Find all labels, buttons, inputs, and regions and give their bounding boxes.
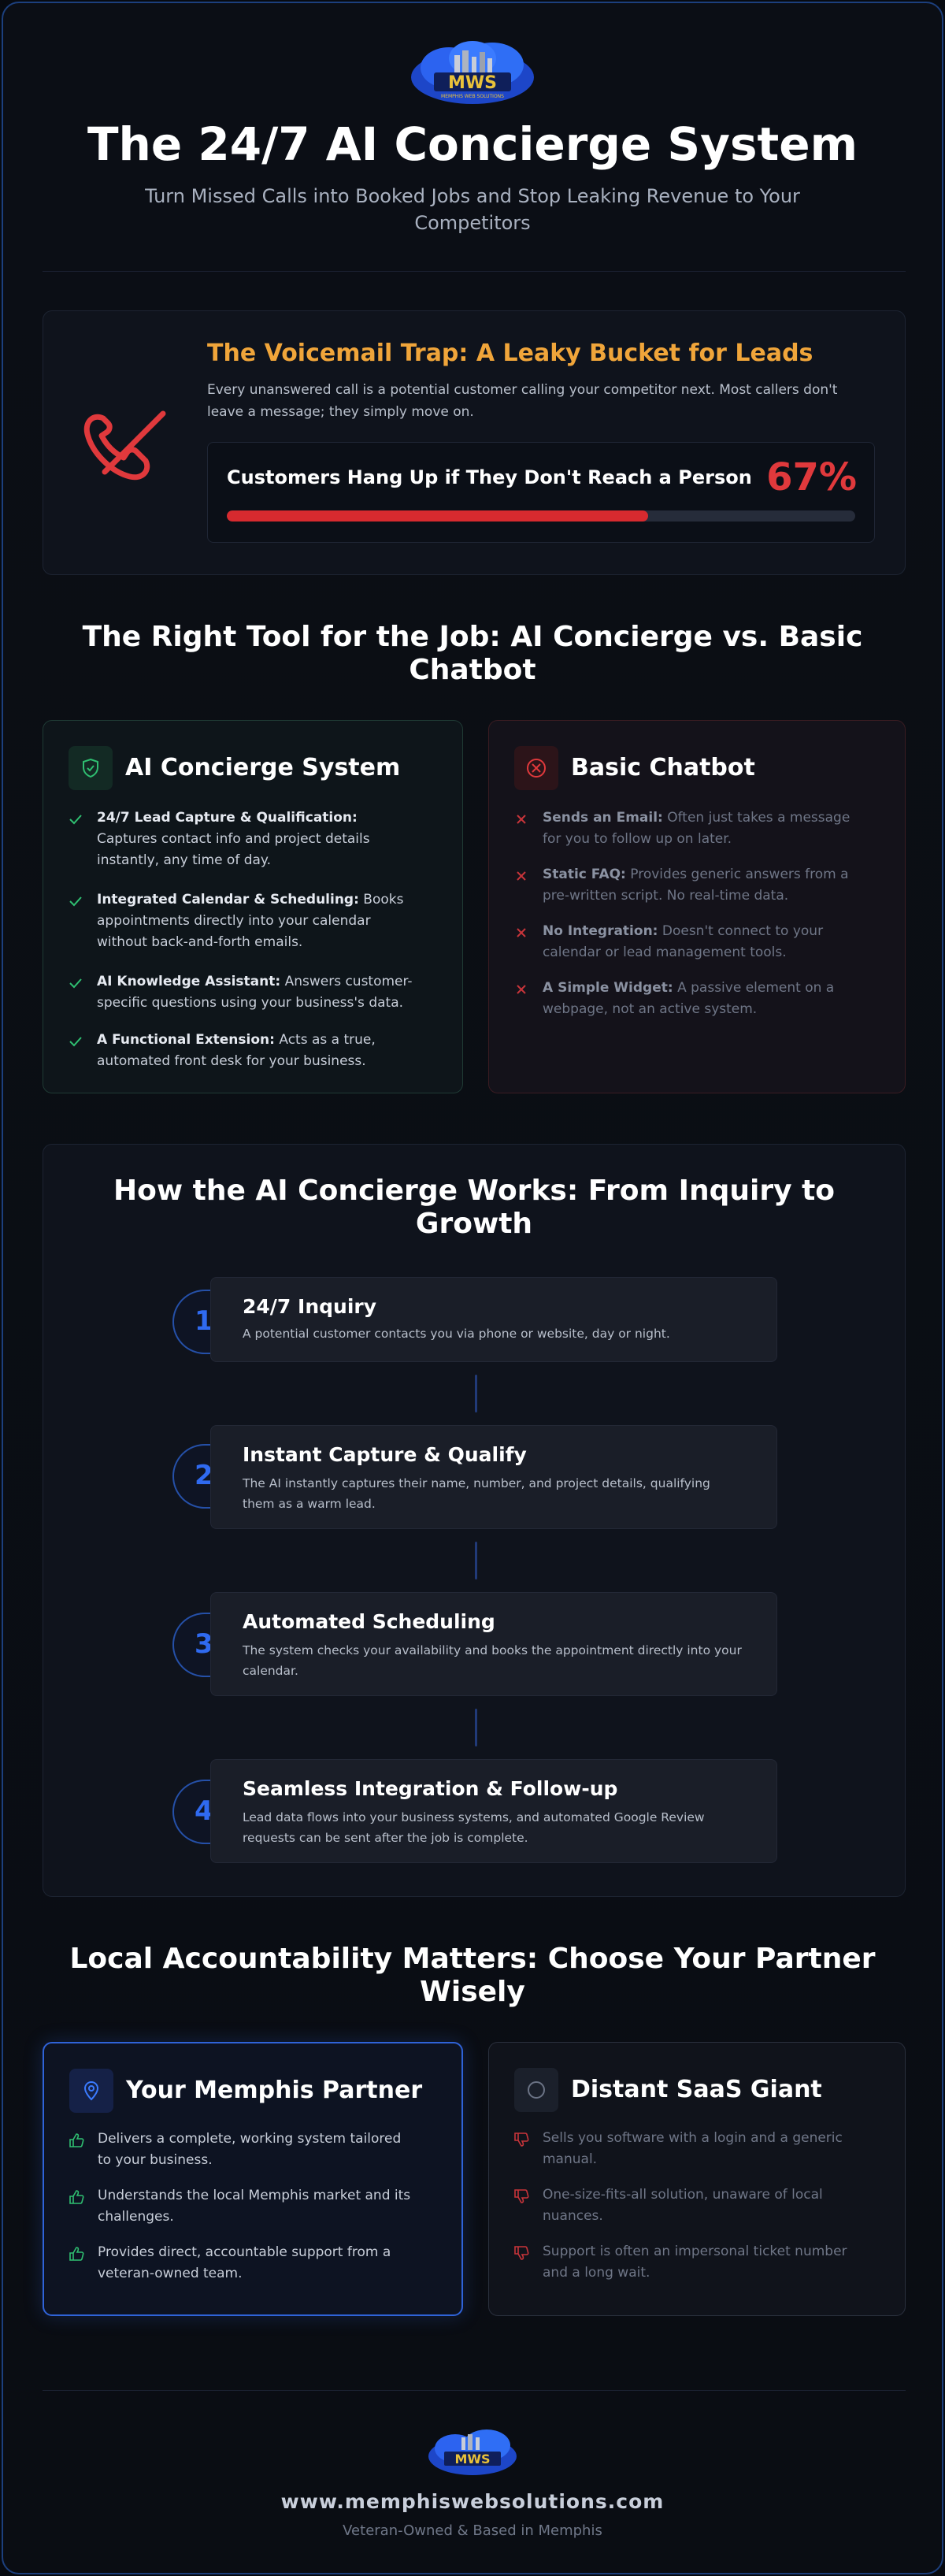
concierge-feature-2: Integrated Calendar & Scheduling: Books … — [97, 892, 404, 950]
footer-tagline: Veteran-Owned & Based in Memphis — [343, 2522, 602, 2539]
x-icon — [513, 981, 530, 998]
step-2-title: Instant Capture & Qualify — [243, 1443, 527, 1466]
step-2-card: Instant Capture & Qualify The AI instant… — [210, 1425, 777, 1529]
concierge-feature-3: AI Knowledge Assistant: Answers customer… — [97, 974, 413, 1011]
saas-giant-point-1: Sells you software with a login and a ge… — [543, 2130, 843, 2167]
check-icon — [67, 1033, 84, 1050]
hangup-stat-label: Customers Hang Up if They Don't Reach a … — [227, 466, 752, 488]
thumbs-down-icon — [513, 2131, 530, 2148]
step-connector — [475, 1375, 477, 1412]
x-icon — [513, 924, 530, 941]
memphis-partner-title: Your Memphis Partner — [126, 2077, 423, 2104]
step-2-text: The AI instantly captures their name, nu… — [243, 1476, 710, 1511]
step-4-text: Lead data flows into your business syste… — [243, 1810, 705, 1845]
voicemail-trap-title: The Voicemail Trap: A Leaky Bucket for L… — [207, 340, 813, 367]
footer-mws-logo: MWS — [424, 2426, 521, 2480]
ai-concierge-card: AI Concierge System 24/7 Lead Capture & … — [43, 720, 463, 1093]
mws-logo: MWS MEMPHIS WEB SOLUTIONS — [406, 38, 539, 110]
step-4-card: Seamless Integration & Follow-up Lead da… — [210, 1759, 777, 1863]
process-panel: How the AI Concierge Works: From Inquiry… — [43, 1144, 906, 1897]
memphis-partner-point-1: Delivers a complete, working system tail… — [98, 2131, 402, 2168]
shield-check-icon — [69, 746, 113, 790]
step-1-card: 24/7 Inquiry A potential customer contac… — [210, 1277, 777, 1362]
hangup-stat-value: 67% — [766, 455, 857, 499]
x-circle-icon — [514, 746, 558, 790]
basic-chatbot-card: Basic Chatbot Sends an Email: Often just… — [488, 720, 906, 1093]
check-icon — [67, 811, 84, 828]
website-url-link[interactable]: www.memphiswebsolutions.com — [280, 2490, 665, 2513]
thumbs-up-icon — [68, 2188, 85, 2206]
page-subtitle: Turn Missed Calls into Booked Jobs and S… — [145, 185, 800, 234]
thumbs-down-icon — [513, 2244, 530, 2262]
svg-text:MWS: MWS — [454, 2452, 490, 2467]
hangup-progress-fill — [227, 510, 648, 522]
basic-chatbot-title: Basic Chatbot — [571, 754, 755, 781]
saas-giant-card: Distant SaaS Giant Sells you software wi… — [488, 2042, 906, 2316]
thumbs-up-icon — [68, 2132, 85, 2149]
step-3-card: Automated Scheduling The system checks y… — [210, 1592, 777, 1696]
concierge-feature-4: A Functional Extension: Acts as a true, … — [97, 1032, 376, 1069]
step-1-title: 24/7 Inquiry — [243, 1295, 377, 1318]
chatbot-feature-4: A Simple Widget: A passive element on a … — [543, 980, 835, 1017]
saas-giant-point-3: Support is often an impersonal ticket nu… — [543, 2244, 847, 2281]
voicemail-trap-panel: The Voicemail Trap: A Leaky Bucket for L… — [43, 310, 906, 575]
x-icon — [513, 811, 530, 828]
thumbs-up-icon — [68, 2245, 85, 2262]
x-icon — [513, 867, 530, 885]
step-1-number: 1 — [195, 1305, 213, 1337]
concierge-feature-1: 24/7 Lead Capture & Qualification: Captu… — [97, 810, 370, 868]
thumbs-down-icon — [513, 2188, 530, 2205]
saas-giant-title: Distant SaaS Giant — [571, 2076, 822, 2103]
step-1-text: A potential customer contacts you via ph… — [243, 1327, 670, 1341]
voicemail-trap-text: Every unanswered call is a potential cus… — [207, 382, 838, 420]
map-pin-icon — [69, 2069, 113, 2113]
memphis-partner-point-3: Provides direct, accountable support fro… — [98, 2244, 391, 2281]
step-4-number: 4 — [195, 1795, 213, 1827]
missed-call-icon — [72, 390, 174, 492]
step-3-number: 3 — [195, 1628, 213, 1660]
memphis-partner-card: Your Memphis Partner Delivers a complete… — [43, 2042, 463, 2316]
svg-text:MEMPHIS WEB SOLUTIONS: MEMPHIS WEB SOLUTIONS — [441, 94, 504, 99]
hangup-progress-bar — [227, 510, 855, 522]
step-connector — [475, 1709, 477, 1746]
step-connector — [475, 1542, 477, 1579]
hangup-stat-box: Customers Hang Up if They Don't Reach a … — [207, 442, 875, 543]
svg-text:MWS: MWS — [448, 73, 497, 93]
chatbot-feature-1: Sends an Email: Often just takes a messa… — [543, 810, 850, 847]
page-title: The 24/7 AI Concierge System — [87, 117, 858, 171]
step-4-title: Seamless Integration & Follow-up — [243, 1777, 618, 1800]
chatbot-feature-3: No Integration: Doesn't connect to your … — [543, 923, 824, 960]
step-3-title: Automated Scheduling — [243, 1610, 495, 1633]
saas-giant-point-2: One-size-fits-all solution, unaware of l… — [543, 2187, 823, 2224]
chatbot-feature-2: Static FAQ: Provides generic answers fro… — [543, 867, 849, 904]
step-3-text: The system checks your availability and … — [243, 1643, 742, 1678]
partner-heading: Local Accountability Matters: Choose You… — [69, 1943, 876, 2008]
process-heading: How the AI Concierge Works: From Inquiry… — [113, 1175, 836, 1240]
comparison-heading: The Right Tool for the Job: AI Concierge… — [82, 621, 863, 686]
ai-concierge-title: AI Concierge System — [125, 754, 401, 781]
check-icon — [67, 893, 84, 910]
footer-divider — [43, 2390, 906, 2391]
header-divider — [43, 271, 906, 272]
memphis-partner-point-2: Understands the local Memphis market and… — [98, 2188, 411, 2225]
circle-icon — [514, 2068, 558, 2112]
step-2-number: 2 — [195, 1460, 213, 1491]
check-icon — [67, 974, 84, 992]
